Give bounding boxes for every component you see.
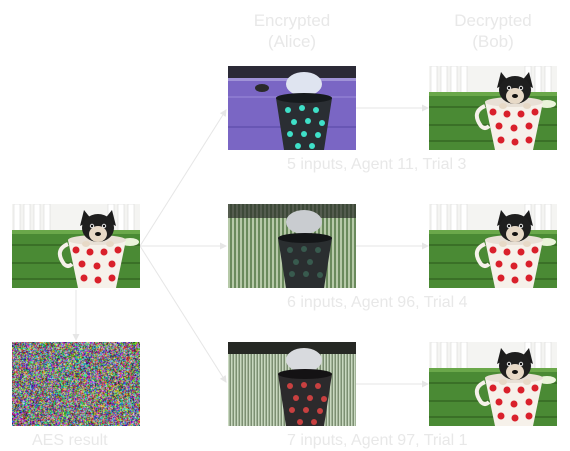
header-encrypted: Encrypted (Alice) — [228, 10, 356, 52]
header-decrypted-line1: Decrypted — [454, 11, 532, 30]
arrow-to-row1 — [139, 109, 227, 247]
aes-result-caption: AES result — [32, 432, 108, 449]
row2-caption: 6 inputs, Agent 96, Trial 4 — [287, 294, 468, 311]
original-image — [12, 204, 140, 288]
arrow-to-row3 — [139, 245, 227, 383]
header-encrypted-line2: (Alice) — [267, 32, 317, 51]
decrypted-image-row3 — [429, 342, 557, 426]
decrypted-image-row2 — [429, 204, 557, 288]
header-encrypted-line1: Encrypted — [253, 11, 331, 30]
row3-caption: 7 inputs, Agent 97, Trial 1 — [287, 432, 468, 449]
encrypted-image-row2 — [228, 204, 356, 288]
encrypted-image-row3 — [228, 342, 356, 426]
decrypted-image-row1 — [429, 66, 557, 150]
row1-caption: 5 inputs, Agent 11, Trial 3 — [287, 156, 467, 173]
aes-result-image — [12, 342, 140, 426]
encrypted-image-row1 — [228, 66, 356, 150]
header-decrypted: Decrypted (Bob) — [429, 10, 557, 52]
header-decrypted-line2: (Bob) — [472, 32, 514, 51]
